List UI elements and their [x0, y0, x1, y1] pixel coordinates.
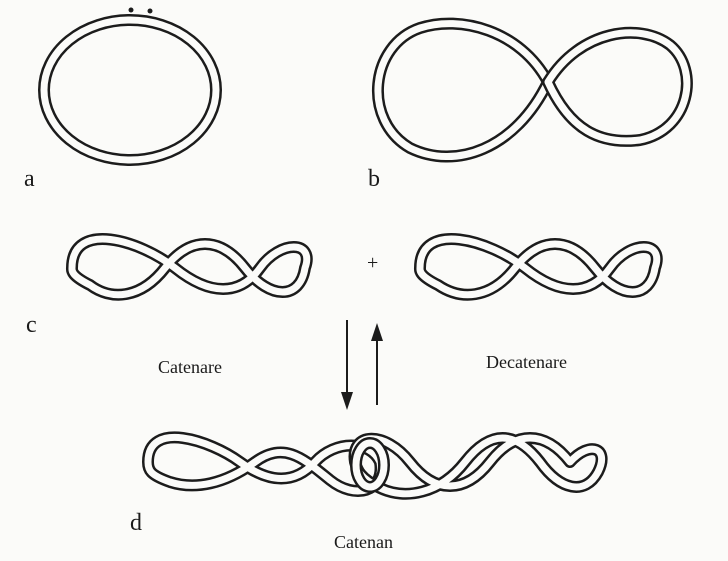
figure-eight-supercoil [372, 17, 693, 163]
nick-mark [147, 8, 153, 14]
catenan-label: Catenan [334, 532, 393, 552]
nick-mark [128, 7, 134, 13]
catenane-left-supercoil [142, 431, 387, 497]
plus-sign: + [367, 252, 379, 274]
catenane-right-supercoil [348, 432, 608, 500]
relaxed-circle [38, 7, 222, 166]
panel-label-a: a [24, 166, 35, 192]
catenation-arrow-down [341, 320, 353, 410]
catenane-link [350, 437, 390, 493]
panel-label-b: b [368, 166, 380, 192]
decatenare-label: Decatenare [486, 352, 567, 372]
panel-label-c: c [26, 312, 37, 338]
supercoil-right [413, 233, 663, 301]
panel-label-d: d [130, 510, 142, 536]
decatenation-arrow-up [371, 323, 383, 405]
catenare-label: Catenare [158, 357, 222, 377]
supercoil-left [65, 233, 313, 301]
